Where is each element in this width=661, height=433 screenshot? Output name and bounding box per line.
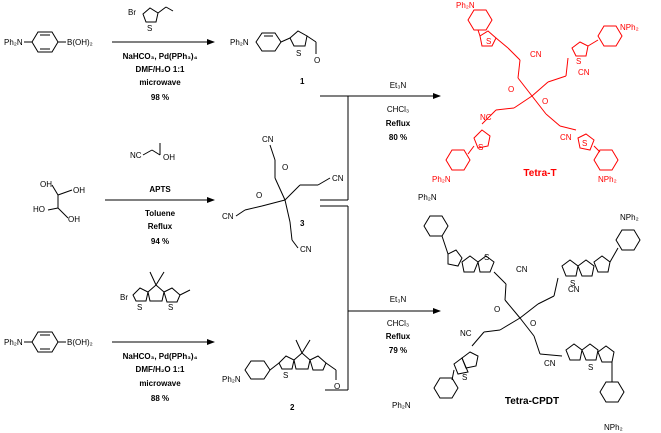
svg-text:S: S [588, 363, 593, 372]
pentaerythritol: OH OH HO OH [33, 180, 85, 224]
ph2n-label: Ph₂N [4, 38, 23, 47]
svg-text:CN: CN [568, 285, 580, 294]
svg-text:Toluene: Toluene [145, 209, 176, 218]
svg-text:Ph₂N: Ph₂N [4, 338, 23, 347]
svg-text:CN: CN [332, 174, 344, 183]
svg-text:S: S [168, 303, 173, 312]
product-name-tetra-cpdt: Tetra-CPDT [505, 396, 559, 407]
svg-text:O: O [282, 163, 288, 172]
svg-text:O: O [334, 382, 340, 391]
triphenylamine-boronic-acid-top: Ph₂N B(OH)₂ [4, 31, 93, 53]
svg-text:NC: NC [480, 113, 492, 122]
svg-text:S: S [296, 49, 301, 58]
step4-conditions: Et₃N CHCl₃ Reflux 80 % [386, 81, 411, 142]
svg-text:Reflux: Reflux [386, 119, 411, 128]
svg-text:Ph₂N: Ph₂N [418, 193, 437, 202]
svg-text:S: S [570, 279, 575, 288]
svg-text:S: S [582, 139, 587, 148]
svg-text:CN: CN [222, 212, 234, 221]
svg-text:94 %: 94 % [151, 237, 169, 246]
svg-text:OH: OH [68, 215, 80, 224]
svg-text:NC: NC [130, 151, 142, 160]
boronic-acid-label: B(OH)₂ [67, 38, 93, 47]
svg-text:98 %: 98 % [151, 93, 169, 102]
compound-number: 1 [300, 77, 305, 86]
compound-3: CN CN CN CN O O 3 [222, 135, 344, 254]
svg-text:Ph₂N: Ph₂N [392, 401, 411, 410]
svg-text:NC: NC [460, 329, 472, 338]
svg-text:OH: OH [40, 180, 52, 189]
svg-text:O: O [530, 319, 536, 328]
svg-text:NPh₂: NPh₂ [620, 213, 639, 222]
compound-number: 3 [300, 219, 305, 228]
svg-text:O: O [256, 191, 262, 200]
svg-text:CN: CN [300, 245, 312, 254]
svg-text:S: S [478, 143, 483, 152]
svg-text:CHCl₃: CHCl₃ [387, 105, 409, 114]
svg-text:APTS: APTS [149, 185, 171, 194]
svg-text:88 %: 88 % [151, 394, 169, 403]
svg-text:B(OH)₂: B(OH)₂ [67, 338, 93, 347]
svg-text:Et₃N: Et₃N [390, 295, 407, 304]
svg-text:Reflux: Reflux [386, 332, 411, 341]
svg-text:S: S [462, 373, 467, 382]
step1-conditions: NaHCO₃, Pd(PPh₃)₄ DMF/H₂O 1:1 microwave … [123, 52, 198, 102]
product-name-tetra-t: Tetra-T [523, 168, 556, 179]
br-label: Br [128, 8, 136, 17]
triphenylamine-boronic-acid-bottom: Ph₂N B(OH)₂ [4, 331, 93, 353]
svg-text:Ph₂N: Ph₂N [222, 375, 241, 384]
bromothiophene-aldehyde: Br S [128, 6, 174, 33]
svg-text:OH: OH [163, 153, 175, 162]
svg-text:CN: CN [530, 50, 542, 59]
svg-text:CN: CN [578, 68, 590, 77]
bromo-cpdt-aldehyde: Br S S [120, 271, 191, 312]
svg-text:OH: OH [73, 186, 85, 195]
tetra-t-molecule: Ph₂N NPh₂ Ph₂N NPh₂ CN CN NC CN S S S S … [432, 1, 639, 184]
svg-text:O: O [508, 85, 514, 94]
svg-text:DMF/H₂O 1:1: DMF/H₂O 1:1 [136, 365, 185, 374]
compound-number: 2 [290, 403, 295, 412]
svg-text:CN: CN [560, 133, 572, 142]
svg-text:DMF/H₂O 1:1: DMF/H₂O 1:1 [136, 65, 185, 74]
svg-text:S: S [283, 371, 288, 380]
tetra-cpdt-molecule: Ph₂N NPh₂ Ph₂N NPh₂ CN CN NC CN O O S S … [392, 193, 641, 432]
svg-text:CN: CN [262, 135, 274, 144]
svg-text:O: O [314, 56, 320, 65]
svg-text:NPh₂: NPh₂ [598, 175, 617, 184]
bracket-to-tetra-cpdt [320, 205, 441, 391]
compound-2: Ph₂N O S 2 [222, 339, 340, 412]
step3-conditions: NaHCO₃, Pd(PPh₃)₄ DMF/H₂O 1:1 microwave … [123, 352, 198, 403]
bracket-to-tetra-t [320, 93, 441, 201]
svg-text:O: O [494, 305, 500, 314]
step2-conditions: APTS Toluene Reflux 94 % [145, 185, 176, 246]
svg-text:CHCl₃: CHCl₃ [387, 319, 409, 328]
svg-text:Ph₂N: Ph₂N [230, 38, 249, 47]
svg-text:NPh₂: NPh₂ [620, 23, 639, 32]
svg-text:HO: HO [33, 205, 45, 214]
svg-text:Ph₂N: Ph₂N [456, 1, 475, 10]
svg-text:NaHCO₃, Pd(PPh₃)₄: NaHCO₃, Pd(PPh₃)₄ [123, 52, 198, 61]
cyanoacetic-acid: NC OH [130, 143, 175, 162]
svg-text:S: S [576, 57, 581, 66]
svg-text:79 %: 79 % [389, 346, 407, 355]
svg-text:O: O [542, 97, 548, 106]
svg-text:80 %: 80 % [389, 133, 407, 142]
svg-text:NaHCO₃, Pd(PPh₃)₄: NaHCO₃, Pd(PPh₃)₄ [123, 352, 198, 361]
step5-conditions: Et₃N CHCl₃ Reflux 79 % [386, 295, 411, 355]
svg-text:microwave: microwave [139, 78, 181, 87]
svg-text:Ph₂N: Ph₂N [432, 175, 451, 184]
svg-text:Et₃N: Et₃N [390, 81, 407, 90]
svg-text:Br: Br [120, 293, 128, 302]
svg-text:S: S [484, 253, 489, 262]
svg-text:Reflux: Reflux [148, 222, 173, 231]
svg-text:CN: CN [516, 265, 528, 274]
svg-text:S: S [137, 303, 142, 312]
svg-text:S: S [486, 37, 491, 46]
svg-text:NPh₂: NPh₂ [604, 423, 623, 432]
s-label: S [147, 24, 152, 33]
svg-text:microwave: microwave [139, 379, 181, 388]
svg-text:CN: CN [544, 359, 556, 368]
compound-1: Ph₂N S O 1 [230, 30, 320, 86]
